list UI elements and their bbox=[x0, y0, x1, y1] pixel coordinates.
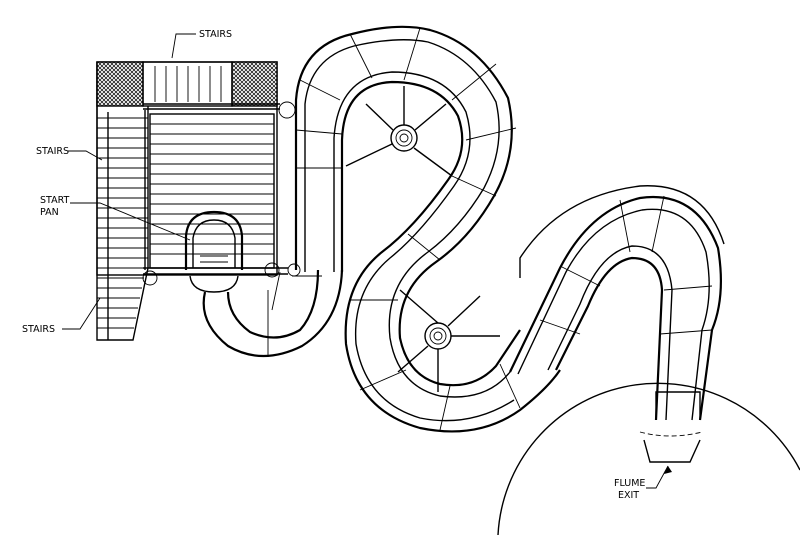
label-stairs-bottom: STAIRS bbox=[22, 324, 55, 335]
label-start-pan-line2: PAN bbox=[40, 207, 59, 218]
support-post bbox=[278, 101, 296, 119]
callout-stairs-top: STAIRS bbox=[171, 29, 232, 59]
hatched-landing-right bbox=[231, 61, 278, 107]
platform-decking bbox=[143, 110, 288, 275]
label-flume-exit-line2: EXIT bbox=[618, 490, 639, 501]
start-pan bbox=[184, 210, 244, 293]
hatched-landing-left bbox=[96, 61, 144, 107]
tower-platform bbox=[96, 61, 301, 341]
slide-final-turn bbox=[509, 185, 725, 463]
callout-stairs-left: STAIRS bbox=[36, 146, 103, 161]
label-start-pan-line1: START bbox=[40, 195, 70, 206]
slide-loop-first bbox=[202, 269, 344, 357]
support-column-lower bbox=[397, 289, 500, 392]
callout-stairs-bottom: STAIRS bbox=[22, 297, 101, 335]
callout-start-pan: START PAN bbox=[40, 195, 191, 241]
support-post bbox=[264, 262, 280, 278]
support-post bbox=[287, 263, 301, 277]
splash-pool-edge bbox=[497, 382, 800, 535]
stair-flight-top bbox=[142, 61, 280, 110]
slide-s-curve bbox=[294, 25, 561, 433]
callout-flume-exit: FLUME EXIT bbox=[614, 465, 672, 501]
label-stairs-left: STAIRS bbox=[36, 146, 69, 157]
support-column-upper bbox=[345, 86, 453, 177]
label-stairs-top: STAIRS bbox=[199, 29, 232, 40]
label-flume-exit-line1: FLUME bbox=[614, 478, 645, 489]
support-post bbox=[142, 270, 158, 286]
stair-flight-left bbox=[96, 62, 149, 341]
